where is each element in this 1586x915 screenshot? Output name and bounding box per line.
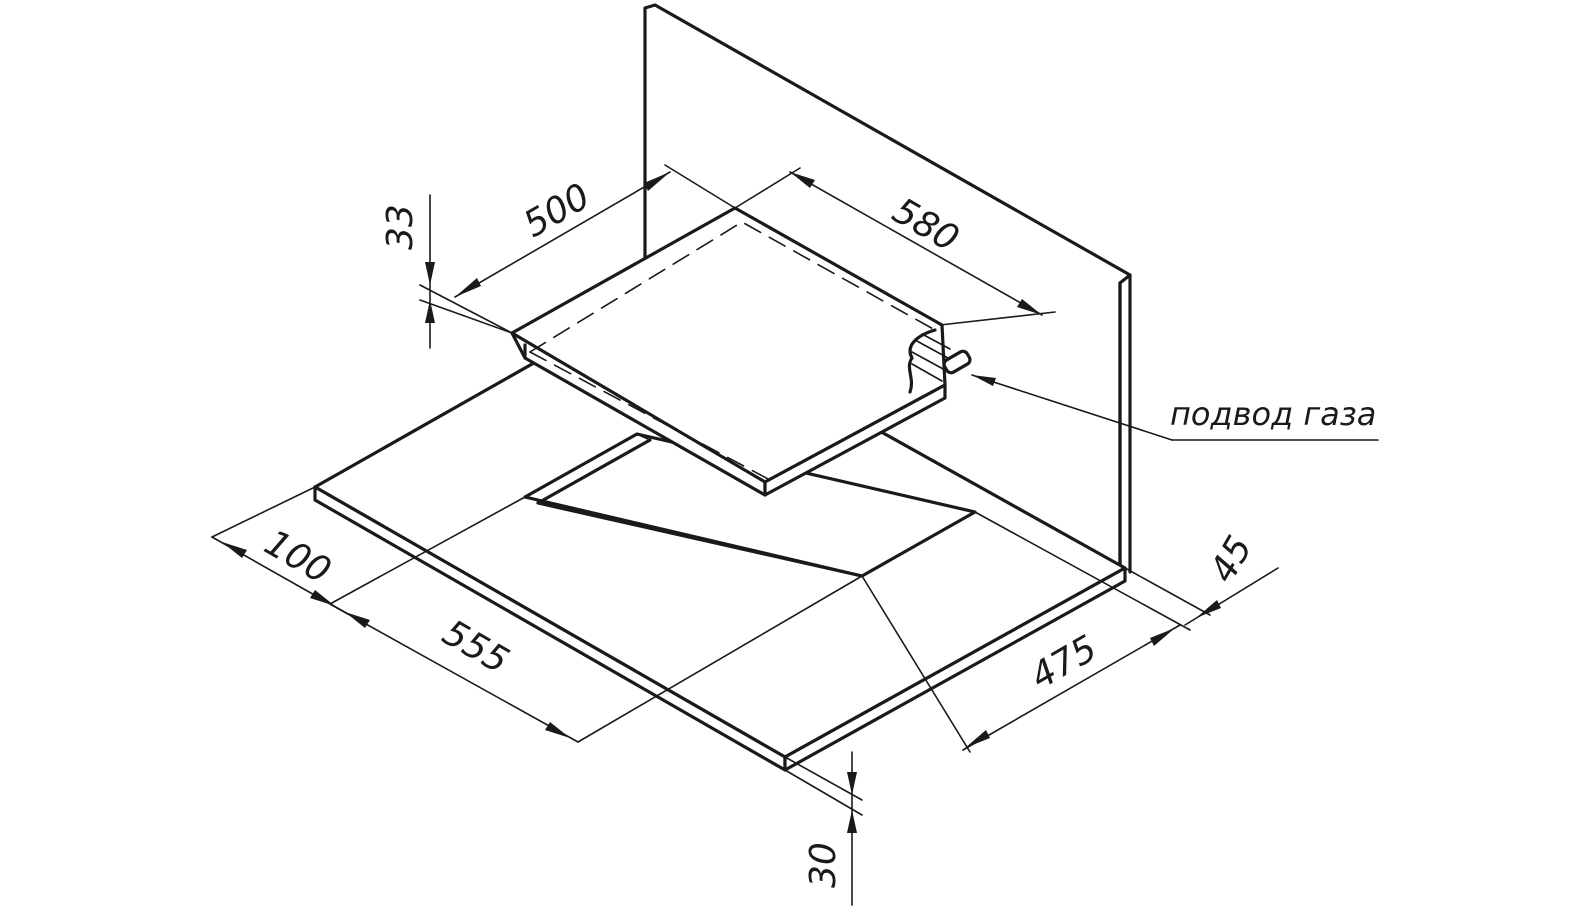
- ext-line-580b: [939, 311, 1056, 326]
- ext-line-555b: [577, 575, 863, 743]
- ext-line-580a: [734, 167, 801, 209]
- dim-label-500: 500: [517, 176, 597, 246]
- ext-line-30a: [784, 756, 863, 801]
- ext-line-500a: [419, 284, 513, 334]
- arrow-30b: [847, 810, 857, 833]
- ext-line-500b: [664, 164, 736, 209]
- arrow-30a: [847, 772, 857, 795]
- arrow-45: [1196, 600, 1221, 618]
- cutout-edge: [524, 489, 539, 498]
- dim-label-45: 45: [1202, 529, 1260, 589]
- gas-pipe-stub: [942, 349, 972, 375]
- arrow-475a: [965, 730, 990, 748]
- dim-line-555: [329, 603, 579, 743]
- dim-label-555: 555: [436, 612, 516, 682]
- cutout-inner-floor: [536, 501, 864, 578]
- dim-line-475: [962, 624, 1181, 751]
- arrow-555a: [345, 612, 370, 628]
- arrow-100b: [310, 590, 335, 606]
- dim-countertop-thickness: 30: [784, 751, 863, 906]
- countertop-side-edge: [783, 566, 1127, 772]
- hatch-2: [911, 351, 946, 371]
- hob-break-line: [907, 328, 937, 394]
- gas-inlet-label: подвод газа: [1170, 395, 1376, 433]
- ext-line-475b: [974, 511, 1191, 631]
- dim-label-475: 475: [1024, 628, 1104, 698]
- arrow-100a: [222, 542, 247, 558]
- arrow-500a: [455, 278, 481, 297]
- dim-label-30: 30: [803, 842, 844, 888]
- arrow-475b: [1150, 628, 1175, 646]
- arrow-580b: [1017, 299, 1042, 315]
- leader-line: [971, 374, 1173, 441]
- arrow-580a: [790, 172, 815, 188]
- cutout-corner: [636, 433, 651, 441]
- hob-side-edge: [763, 383, 947, 497]
- arrow-555b: [545, 722, 570, 738]
- dim-hob-height: 33: [380, 194, 513, 349]
- arrow-500b: [644, 172, 670, 191]
- leader-arrow: [972, 375, 996, 386]
- dim-wall-offset: 45: [1124, 529, 1279, 626]
- ext-line-45a: [1124, 567, 1211, 616]
- dim-line-500: [454, 171, 671, 298]
- ext-line-555a: [329, 496, 526, 605]
- dim-line-580: [789, 171, 1043, 316]
- arrow-33b: [425, 300, 435, 323]
- arrow-33a: [425, 262, 435, 285]
- gas-inlet-callout: подвод газа: [971, 374, 1379, 441]
- hatch-1: [914, 339, 949, 359]
- ext-line-33a: [419, 299, 513, 334]
- ext-line-30b: [784, 769, 863, 816]
- gas-inlet-pipe: [911, 333, 972, 382]
- hob-hidden-front: [529, 351, 771, 481]
- ext-line-100a: [211, 486, 316, 538]
- dim-label-100: 100: [258, 522, 338, 592]
- ext-line-475a: [861, 575, 971, 753]
- cutout-inner-edge: [536, 438, 652, 505]
- dim-label-33: 33: [380, 204, 421, 250]
- hatch-4: [921, 333, 951, 350]
- hob-hidden-outline: [529, 221, 936, 353]
- hatch-3: [911, 363, 943, 382]
